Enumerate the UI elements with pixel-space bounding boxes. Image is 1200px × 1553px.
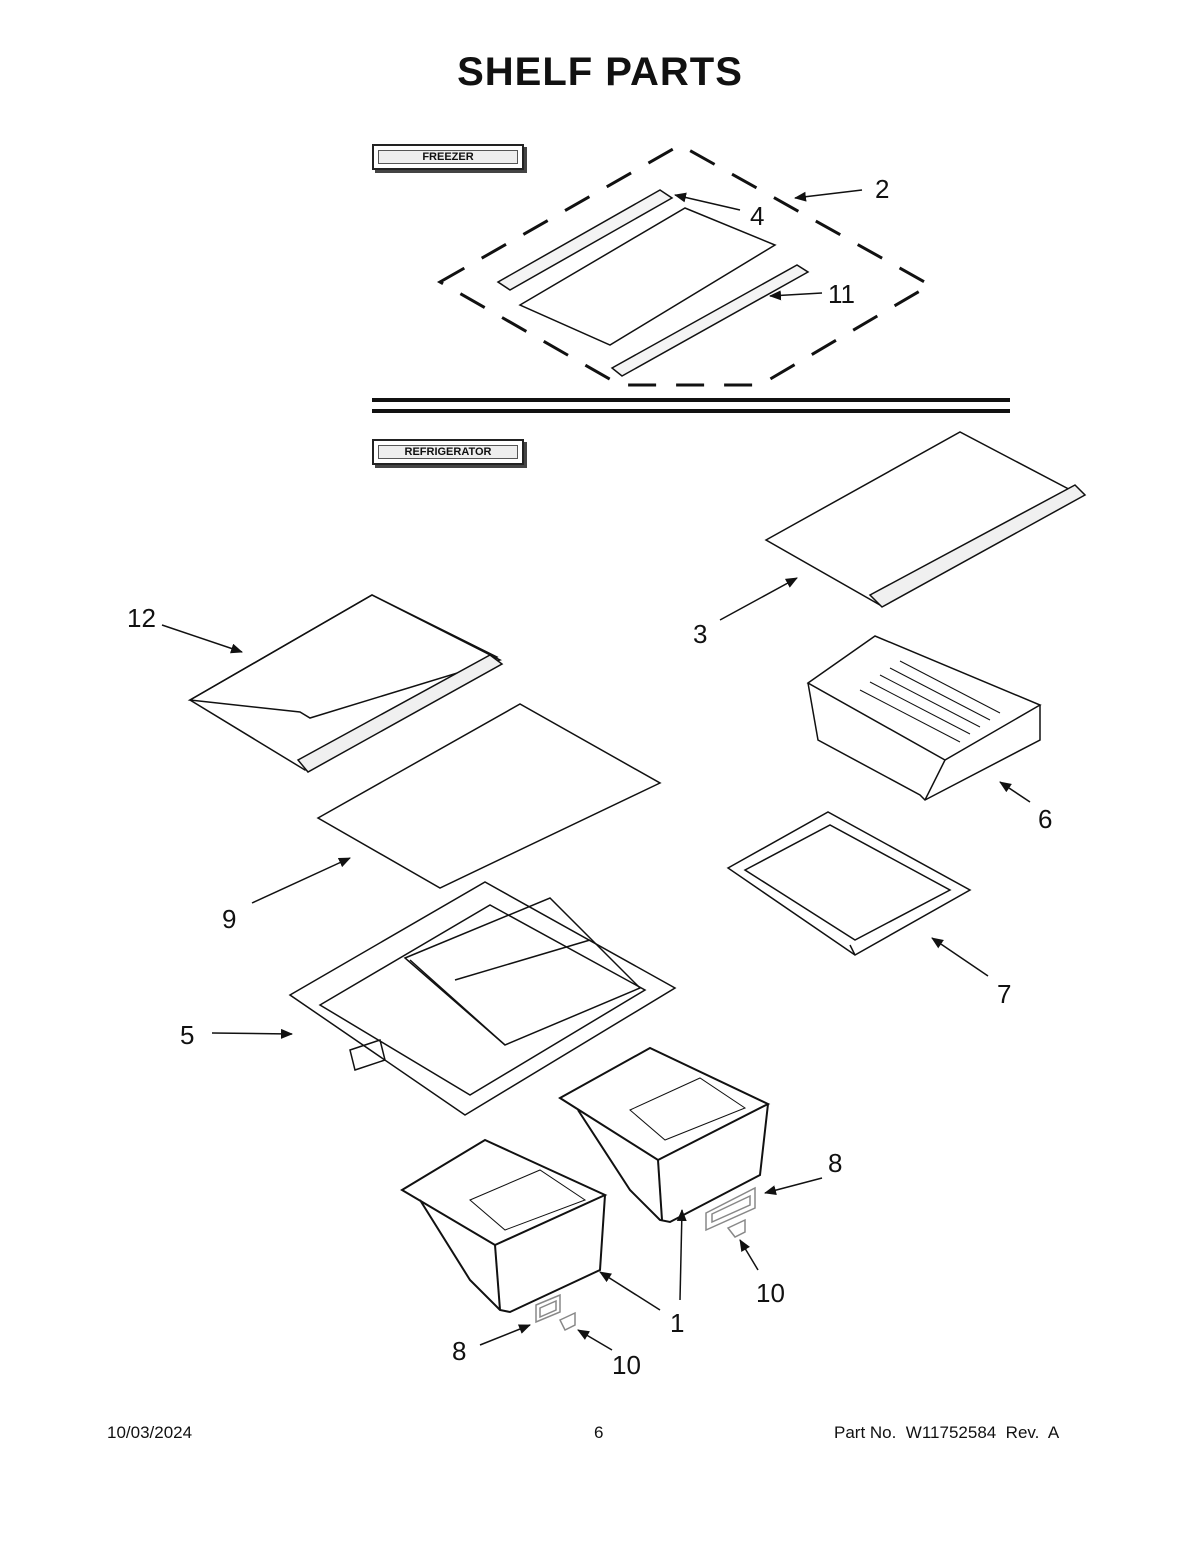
footer-page-number: 6 bbox=[594, 1423, 604, 1442]
part-1-crisper-drawer-left bbox=[400, 1138, 608, 1314]
callout-8-left: 8 bbox=[452, 1336, 467, 1366]
part-12-shelf bbox=[187, 594, 504, 773]
leader-12 bbox=[161, 624, 243, 654]
freezer-front-trim bbox=[496, 189, 674, 291]
callout-6: 6 bbox=[1038, 804, 1053, 834]
freezer-label-text: FREEZER bbox=[378, 150, 518, 164]
callout-leaders bbox=[161, 189, 1031, 1351]
leader-2 bbox=[794, 189, 863, 202]
callout-2: 2 bbox=[875, 174, 890, 204]
freezer-rear-trim bbox=[610, 264, 810, 377]
freezer-label: FREEZER bbox=[372, 144, 524, 170]
callout-3: 3 bbox=[693, 619, 708, 649]
refrigerator-label-text: REFRIGERATOR bbox=[378, 445, 518, 459]
part-9-glass bbox=[316, 703, 662, 889]
leader-7 bbox=[931, 937, 989, 977]
part-10-left bbox=[558, 1311, 576, 1332]
callout-8-right: 8 bbox=[828, 1148, 843, 1178]
page-title: SHELF PARTS bbox=[457, 50, 743, 94]
freezer-glass-panel bbox=[518, 207, 777, 346]
leader-6 bbox=[999, 781, 1031, 803]
leader-5 bbox=[211, 1028, 293, 1039]
callout-5: 5 bbox=[180, 1020, 195, 1050]
callout-10-left: 10 bbox=[612, 1350, 641, 1380]
refrigerator-label: REFRIGERATOR bbox=[372, 439, 524, 465]
part-8-right bbox=[705, 1186, 756, 1232]
leader-8-left bbox=[479, 1324, 531, 1346]
callout-9: 9 bbox=[222, 904, 237, 934]
callout-7: 7 bbox=[997, 979, 1012, 1009]
part-3-shelf bbox=[764, 431, 1087, 608]
part-8-left bbox=[535, 1293, 561, 1324]
leader-10-right bbox=[739, 1239, 759, 1271]
footer-date: 10/03/2024 bbox=[107, 1423, 193, 1442]
leader-4 bbox=[674, 192, 741, 211]
callout-11: 11 bbox=[828, 279, 855, 309]
leader-10-left bbox=[577, 1329, 613, 1351]
part-7-tray bbox=[726, 811, 972, 956]
leader-3 bbox=[719, 577, 798, 621]
part-6-pan bbox=[806, 635, 1042, 801]
callout-12: 12 bbox=[127, 603, 156, 633]
leader-9 bbox=[251, 857, 351, 904]
leader-1-right bbox=[676, 1209, 687, 1301]
footer-part-number: Part No. W11752584 Rev. A bbox=[834, 1423, 1060, 1442]
leader-1-left bbox=[599, 1271, 661, 1311]
part-5-crisper-cover bbox=[288, 881, 677, 1116]
freezer-refrigerator-divider bbox=[372, 398, 1010, 413]
callout-4: 4 bbox=[750, 201, 765, 231]
leader-11 bbox=[769, 290, 823, 301]
freezer-shelf-assembly bbox=[436, 143, 934, 387]
callout-1: 1 bbox=[670, 1308, 685, 1338]
callout-10-right: 10 bbox=[756, 1278, 785, 1308]
freezer-assembly-outline bbox=[436, 143, 934, 387]
leader-8-right bbox=[764, 1177, 823, 1196]
part-10-right bbox=[726, 1218, 746, 1238]
part-1-crisper-drawer-right bbox=[558, 1046, 771, 1224]
